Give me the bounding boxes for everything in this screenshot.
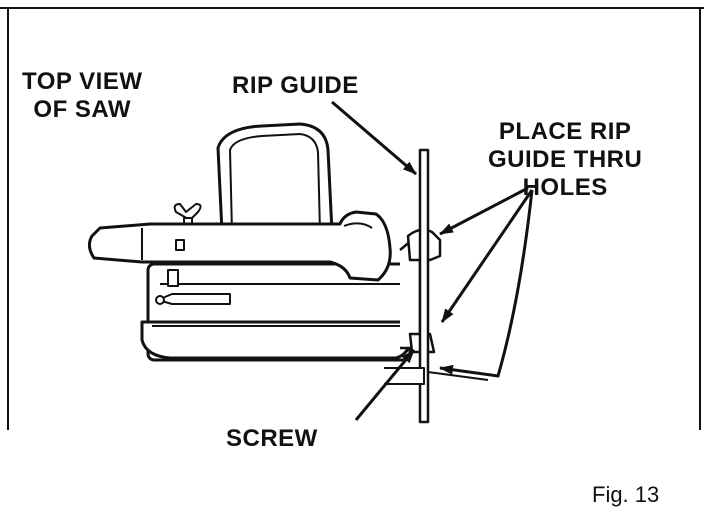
place-label-line1: PLACE RIP	[498, 118, 632, 145]
main-handle	[87, 210, 392, 282]
place-arrow-mid	[440, 189, 534, 323]
blade-guard	[140, 320, 412, 360]
rip-guide-arrow	[331, 100, 417, 176]
screw-arrow	[354, 349, 416, 421]
place-rip-guide-label: PLACE RIP GUIDE THRU HOLES	[488, 118, 642, 202]
place-label-line2: GUIDE THRU	[488, 146, 643, 173]
place-arrow-bottom	[439, 189, 534, 378]
place-label-line3: HOLES	[522, 174, 608, 201]
screw-label: SCREW	[226, 425, 318, 452]
wing-nut-icon	[173, 203, 202, 221]
rip-guide-bar	[418, 148, 430, 424]
figure-caption: Fig. 13	[592, 482, 660, 507]
motor-housing	[216, 122, 334, 233]
top-view-label-line2: OF SAW	[33, 96, 132, 123]
callout-arrows	[331, 100, 534, 421]
border-frame	[0, 7, 704, 430]
top-view-label: TOP VIEW OF SAW	[22, 68, 142, 124]
top-view-label-line1: TOP VIEW	[22, 68, 143, 95]
rip-guide-label: RIP GUIDE	[232, 72, 359, 99]
saw-illustration	[87, 122, 489, 424]
place-arrow-top	[439, 186, 529, 236]
